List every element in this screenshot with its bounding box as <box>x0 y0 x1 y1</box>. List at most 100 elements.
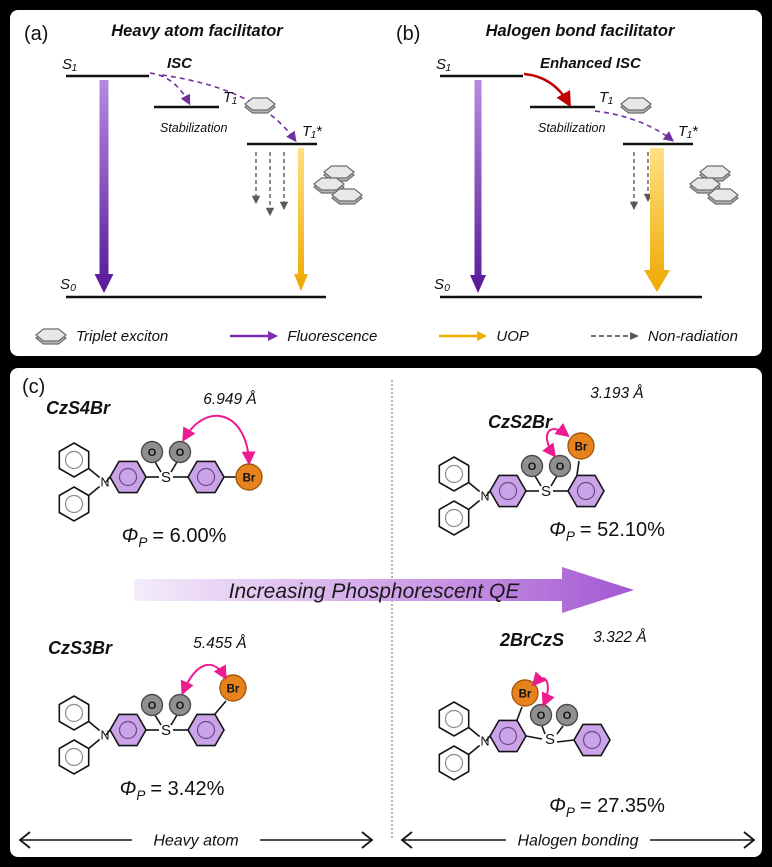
triplet-exciton-stack <box>689 165 739 205</box>
triplet-exciton-disc <box>620 97 652 114</box>
heavy-atom-axis: Heavy atom <box>18 831 374 850</box>
phenyl-ring <box>187 460 225 494</box>
phenyl-ring <box>109 713 147 747</box>
distance-value: 3.322 Å <box>593 629 646 646</box>
axis-left-label: Heavy atom <box>153 833 238 850</box>
distance-value: 5.455 Å <box>193 635 246 652</box>
t1-label: T₁ <box>223 89 237 106</box>
sulfur-atom-label: S <box>161 722 171 739</box>
phenyl-ring <box>109 460 147 494</box>
legend-uop: UOP <box>438 328 529 345</box>
panel-c-label: (c) <box>22 376 46 398</box>
bonds <box>485 706 575 743</box>
molecule-name: CzS3Br <box>48 638 113 658</box>
non-radiation-arrow-icon <box>590 332 639 340</box>
legend-triplet-exciton: Triplet exciton <box>34 326 168 346</box>
gradient-arrow-shape <box>134 567 634 613</box>
oxygen-sphere <box>168 440 192 464</box>
molecule-2brczs: 2BrCzS S 3.322 Å Φ <box>402 616 762 831</box>
molecule-name: 2BrCzS <box>499 630 564 650</box>
qe-value: ΦP= 52.10% <box>549 519 665 544</box>
s0-label: S₀ <box>434 276 450 293</box>
distance-arrow <box>531 671 555 708</box>
oxygen-sphere <box>168 693 192 717</box>
non-radiation-arrows <box>251 152 289 217</box>
phenyl-ring <box>567 474 605 508</box>
stabilization-label: Stabilization <box>538 121 605 135</box>
distance-value: 6.949 Å <box>203 391 256 408</box>
carbazole-group <box>58 695 113 775</box>
t1star-label: T₁* <box>302 123 323 140</box>
uop-arrow-icon <box>439 331 488 341</box>
uop-arrow <box>294 148 308 291</box>
triplet-exciton-disc <box>244 97 276 114</box>
legend: Triplet exciton Fluorescence UOP <box>10 316 762 356</box>
legend-label: Non-radiation <box>647 327 738 345</box>
bromine-sphere <box>567 432 595 460</box>
sulfur-atom-label: S <box>541 483 551 500</box>
t1star-label: T₁* <box>678 123 699 140</box>
distance-arrow <box>182 414 256 466</box>
oxygen-sphere <box>555 703 579 727</box>
triplet-exciton-icon <box>35 328 67 345</box>
sulfur-atom-label: S <box>161 469 171 486</box>
distance-arrow <box>180 663 227 696</box>
bonds <box>485 460 580 497</box>
phenyl-ring <box>187 713 225 747</box>
legend-fluorescence: Fluorescence <box>229 328 377 345</box>
carbazole-group <box>58 442 113 522</box>
oxygen-sphere <box>140 693 164 717</box>
halogen-bonding-axis: Halogen bonding <box>400 831 756 850</box>
qe-value: ΦP= 6.00% <box>122 525 227 550</box>
oxygen-sphere <box>140 440 164 464</box>
fluorescence-arrow <box>470 80 486 293</box>
isc-label: ISC <box>167 55 193 72</box>
phenyl-ring <box>489 474 527 508</box>
qe-value: ΦP= 27.35% <box>549 795 665 820</box>
s0-label: S₀ <box>60 276 76 293</box>
panel-a-diagram: (a) Heavy atom facilitator S₁ ISC T₁ Sta… <box>24 22 363 299</box>
molecule-name: CzS4Br <box>46 398 111 418</box>
phenyl-ring <box>489 719 527 753</box>
enhanced-isc-arrow <box>523 72 571 108</box>
qe-value: ΦP= 3.42% <box>120 778 225 803</box>
axis-right-label: Halogen bonding <box>518 833 639 850</box>
jablonski-box: (a) Heavy atom facilitator S₁ ISC T₁ Sta… <box>8 8 764 358</box>
molecule-czs3br: CzS3Br S 5.455 Å Φ <box>22 620 382 825</box>
bromine-sphere <box>235 463 263 491</box>
enhanced-isc-label: Enhanced ISC <box>540 55 642 72</box>
distance-arrow <box>542 423 570 458</box>
panel-b-label: (b) <box>396 23 420 45</box>
carbazole-group <box>438 701 493 781</box>
stabilization-dashed-arrow <box>594 110 675 142</box>
increasing-qe-label: Increasing Phosphorescent QE <box>229 580 521 603</box>
fluorescence-arrow <box>94 80 114 293</box>
s1-label: S₁ <box>436 56 451 73</box>
panel-b-title: Halogen bond facilitator <box>486 22 676 40</box>
molecule-czs4br: CzS4Br S 6.949 Å Φ <box>22 382 382 572</box>
bromine-sphere <box>219 674 247 702</box>
right-arrowhead <box>361 831 374 849</box>
oxygen-sphere <box>520 454 544 478</box>
molecules-box: (c) CzS4Br S <box>8 366 764 859</box>
stabilization-label: Stabilization <box>160 121 227 135</box>
increasing-qe-arrow: Increasing Phosphorescent QE <box>134 564 639 621</box>
phenyl-ring <box>573 723 611 757</box>
bonds <box>105 700 227 736</box>
s1-label: S₁ <box>62 56 77 73</box>
legend-non-radiation: Non-radiation <box>590 328 738 345</box>
isc-dashed-arrow <box>149 72 191 106</box>
right-arrowhead <box>743 831 756 849</box>
distance-value: 3.193 Å <box>590 385 643 402</box>
oxygen-sphere <box>548 454 572 478</box>
non-radiation-arrows <box>629 152 653 211</box>
center-dotted-divider <box>391 380 393 838</box>
bonds <box>105 461 236 483</box>
legend-label: Fluorescence <box>287 327 378 345</box>
triplet-exciton-stack <box>313 165 363 205</box>
legend-label: Triplet exciton <box>76 327 169 345</box>
molecule-czs2br: CzS2Br S 3.193 Å Φ <box>402 376 762 576</box>
panel-a-label: (a) <box>24 23 48 45</box>
legend-label: UOP <box>496 327 529 345</box>
